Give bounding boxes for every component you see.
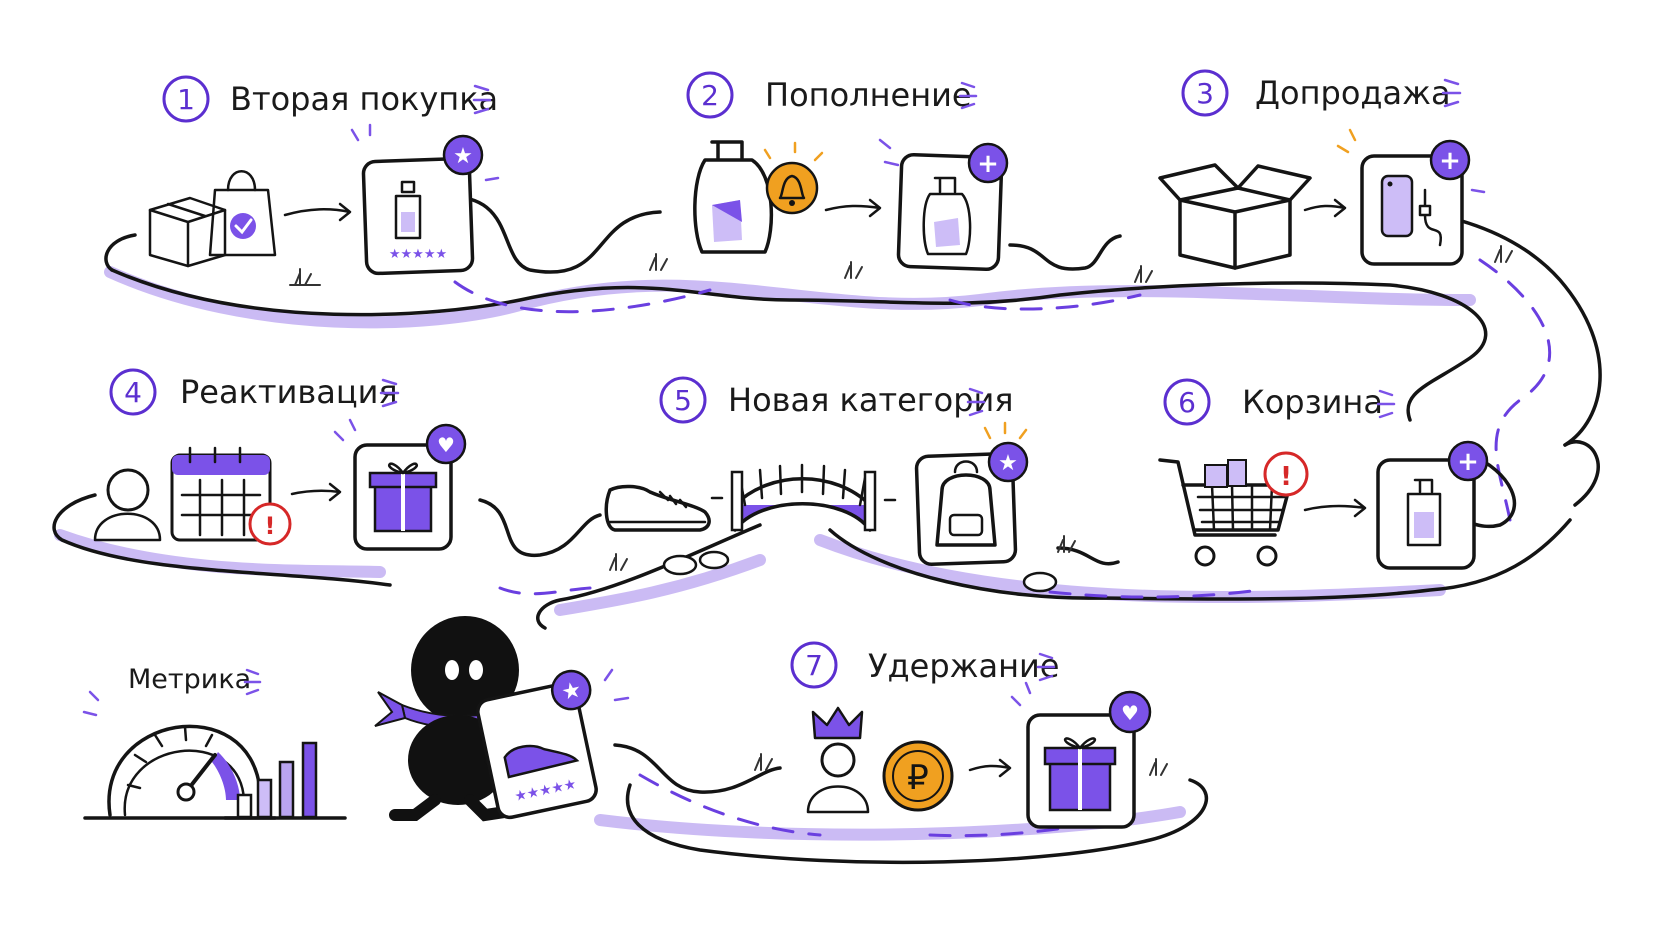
detergent-bottle-icon xyxy=(693,140,774,254)
plus-icon: + xyxy=(977,149,999,179)
svg-text:7: 7 xyxy=(805,649,823,682)
shopping-bag-check-icon xyxy=(208,170,277,257)
star-icon: ★ xyxy=(453,144,473,169)
ruble-coin-icon: ₽ xyxy=(882,740,954,812)
step-7: 7 Удержание ₽ ♥ xyxy=(754,641,1168,829)
sneaker-review-card: ★★★★★ ★ xyxy=(476,669,598,820)
bridge-icon xyxy=(710,463,897,532)
grass-icon xyxy=(1134,265,1153,283)
vip-user-crown-icon xyxy=(806,706,870,814)
arrow-icon xyxy=(1303,198,1347,218)
bar-chart-icon xyxy=(223,741,347,820)
title-marks xyxy=(379,378,400,408)
road xyxy=(52,194,1602,865)
metric-title: Метрика xyxy=(128,664,251,695)
plus-icon: + xyxy=(1457,447,1479,477)
grass-icon xyxy=(289,268,321,286)
svg-text:2: 2 xyxy=(701,79,719,112)
bell-notification-icon xyxy=(763,141,824,215)
step-3-title: Допродажа xyxy=(1255,74,1451,112)
step-6-title: Корзина xyxy=(1242,383,1383,421)
calendar-icon xyxy=(170,446,272,542)
grass-icon xyxy=(1149,758,1168,776)
shopping-cart-icon xyxy=(1158,458,1292,567)
step-4-badge: 4 xyxy=(109,368,157,416)
star-icon: ★ xyxy=(998,451,1018,476)
svg-text:3: 3 xyxy=(1196,77,1214,110)
title-marks xyxy=(966,387,986,417)
step-1-badge: 1 xyxy=(162,75,210,123)
gift-card-favorite: ♥ xyxy=(1010,681,1152,829)
product-card-rating: ★★★★★ ★ xyxy=(350,123,500,276)
step-4-title: Реактивация xyxy=(180,373,398,411)
step-7-title: Удержание xyxy=(868,647,1059,685)
grass-icon xyxy=(609,553,628,571)
svg-text:!: ! xyxy=(1280,462,1292,492)
grass-icon xyxy=(649,253,668,271)
step-2-badge: 2 xyxy=(686,71,734,119)
heart-icon: ♥ xyxy=(1121,701,1139,725)
grass-icon xyxy=(844,261,863,279)
svg-text:5: 5 xyxy=(674,384,692,417)
title-marks xyxy=(1036,652,1056,682)
step-5: 5 Новая категория xyxy=(604,376,1076,593)
stones-icon xyxy=(662,550,1058,593)
title-marks xyxy=(472,84,492,115)
grass-icon xyxy=(1494,245,1513,263)
alert-icon: ! xyxy=(1263,451,1309,497)
step-3: 3 Допродажа + xyxy=(1134,69,1513,283)
title-marks xyxy=(1441,78,1462,108)
step-5-title: Новая категория xyxy=(728,381,1014,419)
title-marks xyxy=(243,668,262,696)
rating-stars-icon: ★★★★★ xyxy=(389,247,447,262)
svg-text:4: 4 xyxy=(124,376,142,409)
sparkles xyxy=(603,668,630,702)
product-card-add: + xyxy=(878,138,1009,272)
step-2: 2 Пополнение + xyxy=(649,71,1009,279)
user-icon xyxy=(93,468,162,542)
open-box-icon xyxy=(1158,163,1312,270)
sneaker-icon xyxy=(604,484,711,532)
grass-icon xyxy=(1057,535,1076,553)
title-marks xyxy=(958,81,978,110)
title-marks xyxy=(1376,389,1396,419)
step-1: 1 Вторая покупка ★★★★★ ★ xyxy=(148,75,500,286)
step-6-badge: 6 xyxy=(1163,378,1211,426)
step-1-title: Вторая покупка xyxy=(230,80,498,118)
svg-text:₽: ₽ xyxy=(907,758,929,798)
svg-text:!: ! xyxy=(265,512,276,540)
step-3-badge: 3 xyxy=(1181,69,1229,117)
heart-icon: ♥ xyxy=(437,433,455,457)
step-5-badge: 5 xyxy=(659,376,707,424)
svg-text:6: 6 xyxy=(1178,386,1196,419)
gift-card-favorite: ♥ xyxy=(333,418,467,551)
product-card-add: + xyxy=(1376,440,1489,570)
arrow-icon xyxy=(824,198,882,218)
svg-text:1: 1 xyxy=(177,83,195,116)
arrow-icon xyxy=(290,482,342,502)
step-4: 4 Реактивация ! ♥ xyxy=(93,368,467,551)
alert-icon: ! xyxy=(248,502,292,546)
grass-icon xyxy=(754,753,773,771)
step-2-title: Пополнение xyxy=(765,76,972,114)
step-6: 6 Корзина ! + xyxy=(1158,378,1489,570)
arrow-icon xyxy=(283,202,352,222)
arrow-icon xyxy=(968,758,1012,778)
metric-block: Метрика xyxy=(82,664,347,820)
step-7-badge: 7 xyxy=(790,641,838,689)
accessory-card-add: + xyxy=(1336,128,1486,266)
backpack-card-favorite: ★ xyxy=(914,421,1029,566)
arrow-icon xyxy=(1303,498,1367,518)
plus-icon: + xyxy=(1439,146,1461,176)
